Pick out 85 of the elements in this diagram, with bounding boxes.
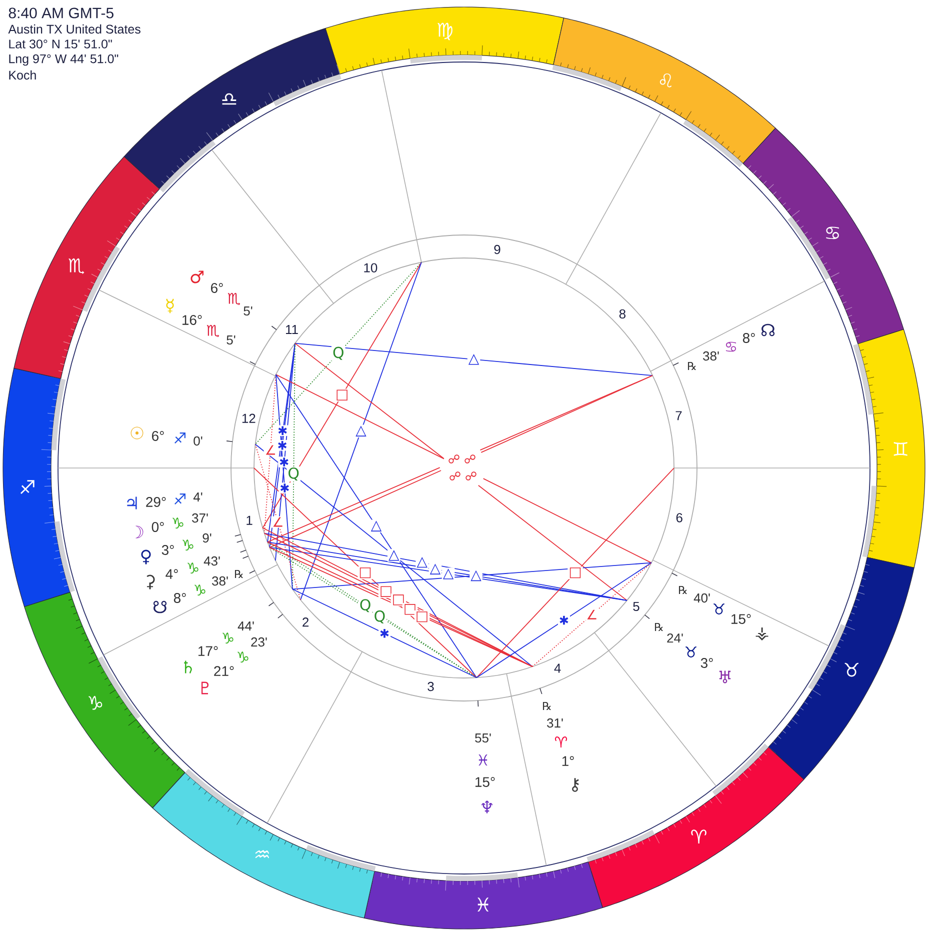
minute-label: 44' bbox=[238, 622, 254, 630]
sign-symbol: ♉ bbox=[686, 646, 696, 658]
planet-symbol: ♆ bbox=[482, 800, 492, 814]
zodiac-band-segment: ♌ bbox=[553, 18, 776, 164]
degree-label: 1° bbox=[562, 756, 574, 766]
degree-label: 6° bbox=[152, 431, 164, 441]
chart-info-text: Koch bbox=[9, 70, 36, 80]
sign-symbol: ♑ bbox=[238, 652, 248, 662]
aspect-symbol: ☍ bbox=[464, 470, 478, 482]
degree-label: 15° bbox=[731, 614, 751, 624]
sign-symbol: ♑ bbox=[188, 562, 198, 574]
sign-symbol: ♈ bbox=[554, 736, 568, 748]
aspect-symbol: ☍ bbox=[462, 454, 478, 464]
house-number: 11 bbox=[286, 325, 298, 334]
minute-label: 31' bbox=[547, 718, 563, 728]
chart-info-text: Lat 30° N 15' 51.0" bbox=[9, 40, 112, 48]
sign-symbol: ♐ bbox=[174, 494, 186, 504]
retrograde-mark: ℞ bbox=[688, 362, 696, 370]
minute-label: 40' bbox=[694, 593, 710, 603]
zodiac-band-segment: ♉ bbox=[768, 557, 914, 780]
sign-symbol: ♑ bbox=[194, 584, 206, 596]
minute-label: 5' bbox=[226, 335, 236, 345]
planet-symbol: ☽ bbox=[135, 526, 144, 538]
degree-label: 3° bbox=[700, 658, 713, 668]
minute-label: 4' bbox=[193, 492, 202, 502]
planet-symbol: ☉ bbox=[130, 426, 144, 440]
planet-symbol: ☊ bbox=[761, 324, 775, 336]
minute-label: 43' bbox=[204, 556, 220, 566]
sign-symbol: ♋ bbox=[726, 342, 736, 352]
aspect-symbol: ☍ bbox=[448, 470, 462, 482]
planet-symbol: ♃ bbox=[127, 496, 137, 510]
degree-label: 8° bbox=[174, 593, 186, 603]
planet-symbol: ☋ bbox=[153, 600, 167, 614]
house-number: 12 bbox=[242, 414, 256, 423]
minute-label: 37' bbox=[192, 513, 208, 523]
house-number: 6 bbox=[676, 513, 682, 522]
sign-symbol: ♑ bbox=[222, 632, 234, 644]
sign-symbol: ♐ bbox=[174, 432, 186, 444]
minute-label: 5' bbox=[244, 306, 252, 316]
house-number: 1 bbox=[246, 516, 252, 525]
minute-label: 23' bbox=[251, 637, 267, 647]
degree-label: 8° bbox=[742, 333, 755, 343]
house-number: 7 bbox=[676, 411, 682, 420]
retrograde-mark: ℞ bbox=[678, 586, 688, 594]
planet-symbol: ♀ bbox=[141, 550, 151, 564]
house-number: 10 bbox=[364, 263, 378, 272]
minute-label: 24' bbox=[667, 633, 683, 643]
minute-label: 38' bbox=[212, 576, 228, 586]
sign-symbol: ♏ bbox=[228, 292, 240, 306]
minute-label: 55' bbox=[475, 733, 491, 743]
chart-info-text: 8:40 AM GMT-5 bbox=[8, 8, 114, 18]
house-number: 8 bbox=[619, 309, 626, 319]
minute-label: 38' bbox=[703, 351, 719, 361]
sign-symbol: ♑ bbox=[172, 518, 184, 528]
planet-symbol: ♂ bbox=[190, 270, 204, 284]
house-number: 9 bbox=[494, 244, 500, 254]
minute-label: 9' bbox=[202, 533, 212, 543]
retrograde-mark: ℞ bbox=[542, 702, 552, 710]
house-number: 3 bbox=[428, 682, 434, 692]
zodiac-band-segment: ♏ bbox=[14, 156, 160, 379]
degree-label: 21° bbox=[214, 666, 234, 676]
planet-symbol: ♄ bbox=[184, 660, 192, 674]
degree-label: 16° bbox=[182, 315, 202, 325]
aspect-symbol: ☍ bbox=[446, 454, 462, 464]
sign-symbol: ♑ bbox=[182, 540, 194, 550]
minute-label: 0' bbox=[194, 436, 202, 446]
planet-symbol: ♇ bbox=[201, 682, 209, 694]
degree-label: 6° bbox=[211, 283, 223, 293]
planet-symbol: ⚶ bbox=[756, 628, 768, 640]
degree-label: 4° bbox=[166, 569, 178, 579]
house-number: 2 bbox=[302, 618, 309, 627]
degree-label: 15° bbox=[475, 777, 495, 787]
planet-symbol: ♅ bbox=[719, 670, 731, 684]
house-number: 4 bbox=[554, 664, 561, 673]
zodiac-band-segment: ♒ bbox=[152, 772, 375, 918]
degree-label: 17° bbox=[198, 646, 218, 656]
degree-label: 3° bbox=[162, 545, 174, 555]
retrograde-mark: ℞ bbox=[234, 570, 244, 578]
degree-label: 29° bbox=[146, 497, 166, 507]
sign-symbol: ♏ bbox=[206, 324, 220, 338]
sign-symbol: ♓ bbox=[478, 754, 488, 766]
sign-symbol: ♉ bbox=[714, 604, 724, 614]
retrograde-mark: ℞ bbox=[654, 623, 664, 632]
degree-label: 0° bbox=[152, 522, 164, 532]
house-number: 5 bbox=[633, 602, 640, 612]
